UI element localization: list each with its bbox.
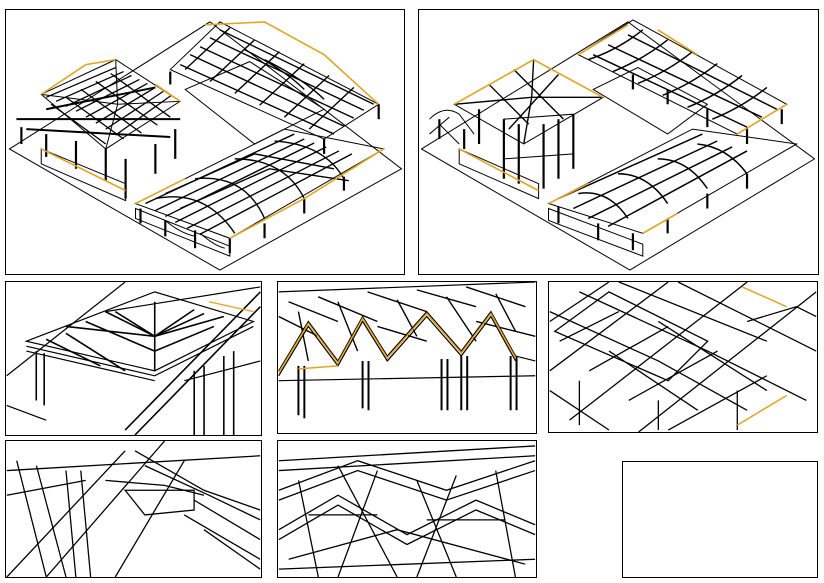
structure-isometric-left xyxy=(8,21,403,271)
viewport-detail-2 xyxy=(277,281,537,434)
truss-web-detail xyxy=(278,445,536,577)
viewport-overview-left xyxy=(5,9,405,275)
viewport-detail-1 xyxy=(5,281,262,436)
roof-grid-detail xyxy=(549,282,817,432)
title-block xyxy=(622,461,818,578)
viewport-detail-4 xyxy=(5,440,262,578)
viewport-detail-3 xyxy=(548,281,818,433)
gable-frame-detail xyxy=(278,282,536,419)
structure-isometric-right xyxy=(420,19,816,271)
viewport-detail-5 xyxy=(277,440,537,578)
hip-roof-detail xyxy=(6,282,261,435)
viewport-overview-right xyxy=(418,9,819,275)
rafter-detail xyxy=(6,441,261,577)
